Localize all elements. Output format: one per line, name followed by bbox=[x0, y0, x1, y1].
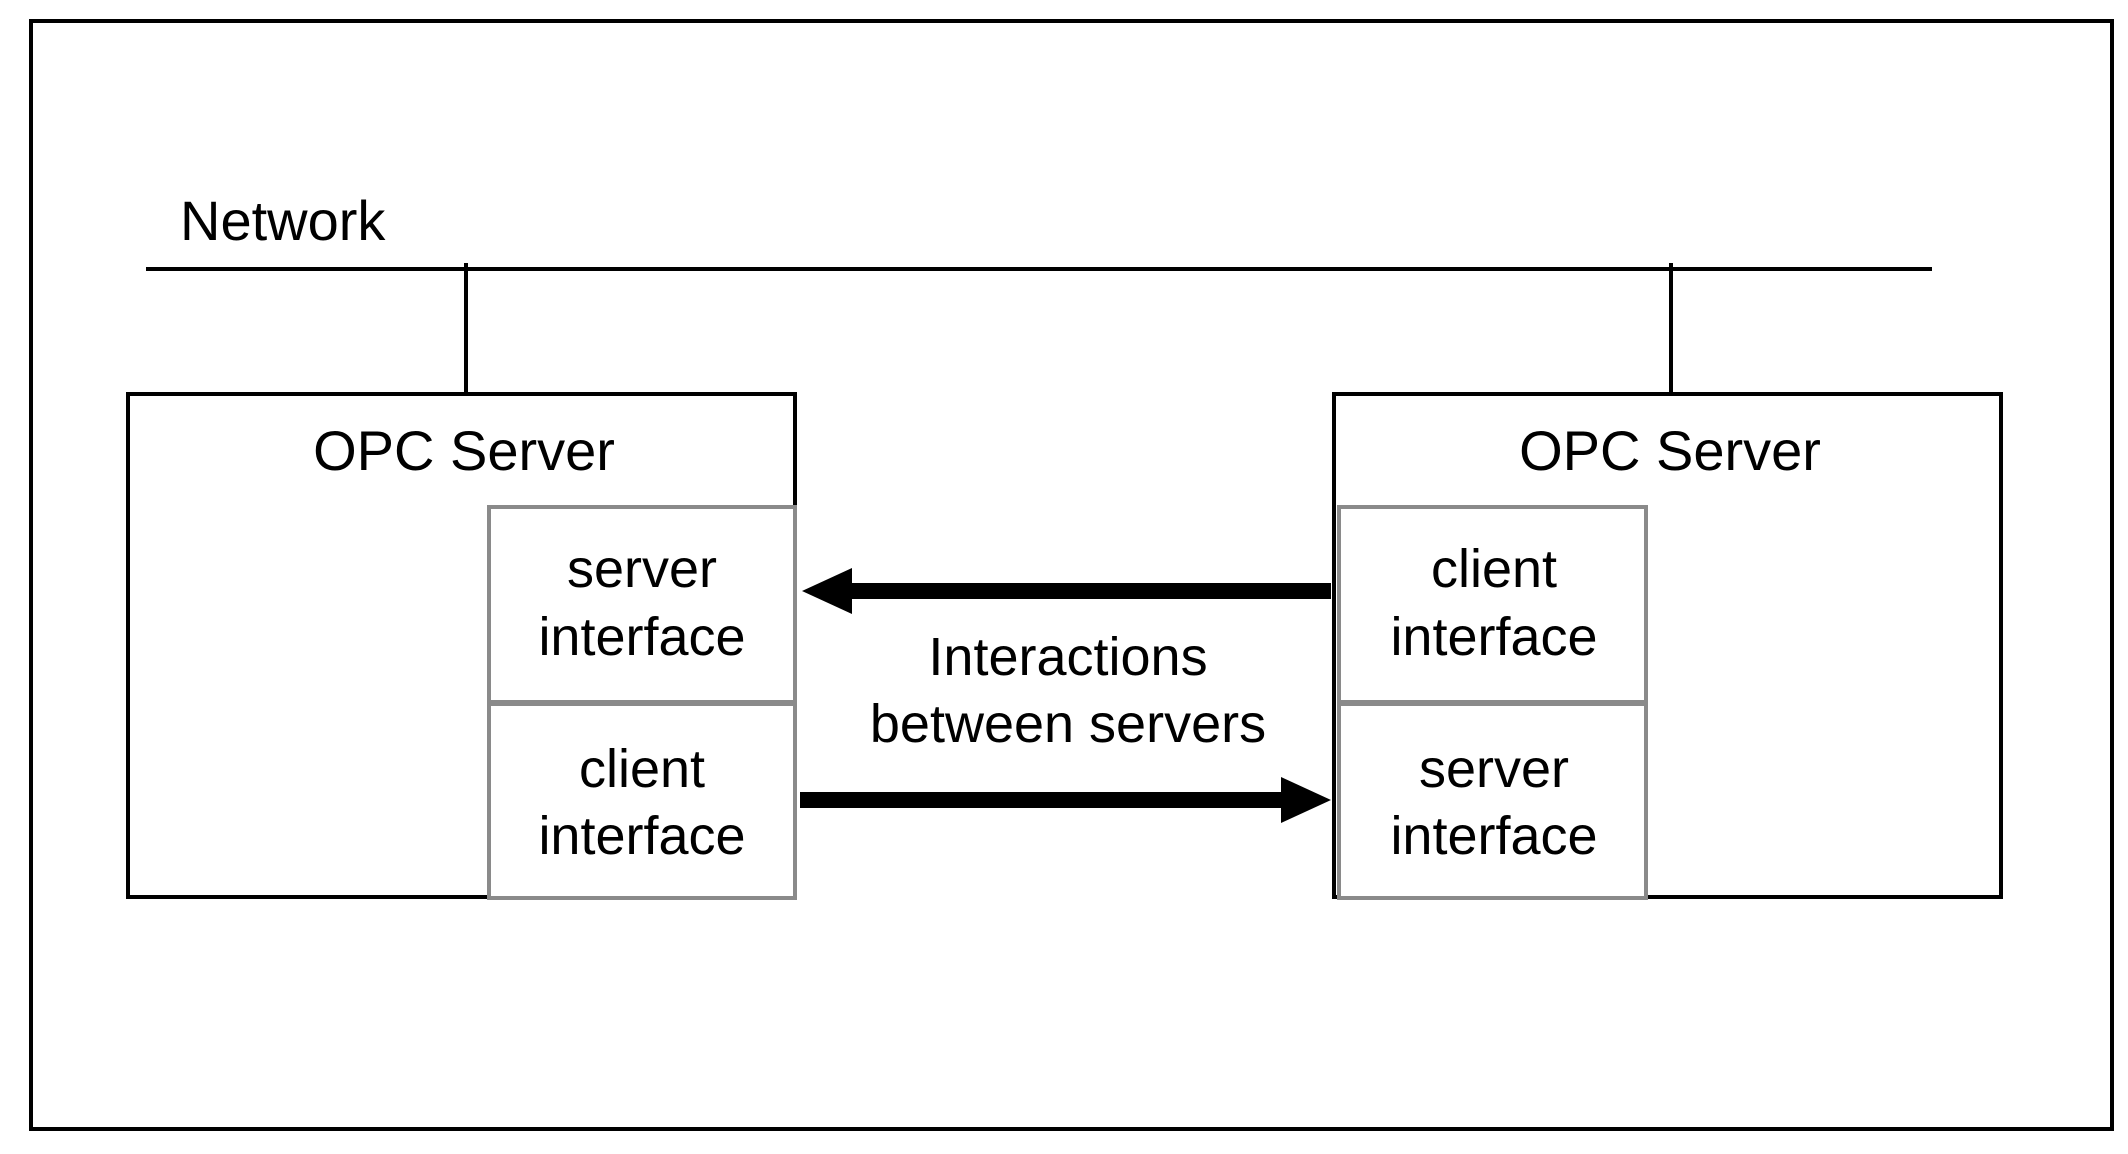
left-client-interface-line2: interface bbox=[538, 806, 745, 866]
network-label: Network bbox=[180, 189, 386, 252]
right-opc-server-title: OPC Server bbox=[1519, 419, 1821, 482]
left-server-interface-line2: interface bbox=[538, 607, 745, 667]
outer-frame bbox=[29, 19, 2114, 1131]
left-server-interface-box bbox=[487, 505, 797, 704]
right-server-interface-box bbox=[1337, 702, 1648, 900]
right-opc-server: OPC Server client interface server inter… bbox=[1332, 392, 2003, 900]
left-server-interface: server interface bbox=[487, 505, 797, 704]
left-client-interface-box bbox=[487, 702, 797, 900]
interactions-label-line1: Interactions bbox=[928, 627, 1207, 687]
arrow-to-right-server-interface bbox=[800, 777, 1331, 823]
right-client-interface-box bbox=[1337, 505, 1648, 704]
right-client-interface: client interface bbox=[1337, 505, 1648, 704]
left-client-interface: client interface bbox=[487, 702, 797, 900]
right-client-interface-line1: client bbox=[1431, 539, 1557, 599]
left-opc-server-title: OPC Server bbox=[313, 419, 615, 482]
interactions-label-line2: between servers bbox=[870, 694, 1266, 754]
left-client-interface-line1: client bbox=[579, 739, 705, 799]
right-server-interface-line2: interface bbox=[1390, 806, 1597, 866]
right-server-interface: server interface bbox=[1337, 702, 1648, 900]
arrow-to-left-server-interface bbox=[802, 568, 1331, 614]
right-server-interface-line1: server bbox=[1419, 739, 1569, 799]
right-client-interface-line2: interface bbox=[1390, 607, 1597, 667]
left-server-interface-line1: server bbox=[567, 539, 717, 599]
left-opc-server: OPC Server server interface client inter… bbox=[126, 392, 797, 900]
